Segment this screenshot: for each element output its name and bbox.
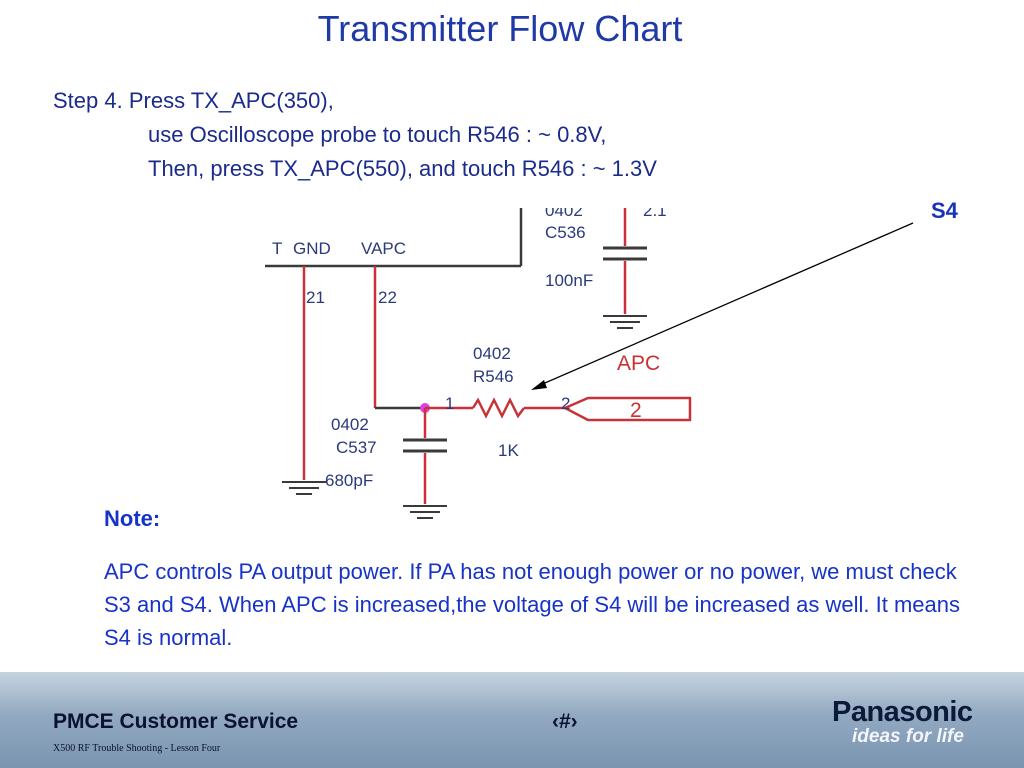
ground-symbol-c537: [403, 505, 447, 519]
note-text: APC controls PA output power. If PA has …: [104, 559, 961, 650]
footer-service-label: PMCE Customer Service: [53, 710, 299, 733]
pin-22-label: 22: [378, 288, 397, 307]
r546-ref: R546: [473, 367, 514, 386]
c537-value: 680pF: [325, 471, 373, 490]
slide-title: Transmitter Flow Chart: [317, 8, 683, 49]
c536-ref: C536: [545, 223, 586, 242]
schematic-image: 0402 2.1 C536 100nF T GND VAPC 21 22 040…: [265, 208, 695, 528]
panasonic-logo: Panasonic: [832, 696, 973, 728]
top-value-partial: 2.1: [643, 208, 667, 220]
c537-package: 0402: [331, 415, 369, 434]
r546-resistor: [471, 397, 525, 419]
step-line-3: Then, press TX_APC(550), and touch R546 …: [148, 156, 657, 181]
top-package-partial: 0402: [545, 208, 583, 220]
footer-subtitle: X500 RF Trouble Shooting - Lesson Four: [53, 743, 221, 754]
c537-ref: C537: [336, 438, 377, 457]
c536-value: 100nF: [545, 271, 593, 290]
step-line-2: use Oscilloscope probe to touch R546 : ~…: [148, 122, 607, 147]
ground-symbol-c536: [603, 315, 647, 329]
note-heading: Note:: [104, 506, 161, 531]
apc-port: [562, 396, 692, 422]
apc-net-label: APC: [617, 352, 660, 375]
brand-tagline: ideas for life: [852, 726, 964, 747]
footer-bar: PMCE Customer Service ‹#› X500 RF Troubl…: [0, 672, 1024, 768]
pin-21-label: 21: [306, 288, 325, 307]
r546-package: 0402: [473, 344, 511, 363]
slide-number: ‹#›: [552, 710, 578, 733]
r546-value: 1K: [498, 441, 519, 460]
pin-label-partial: T: [272, 239, 282, 258]
vapc-label: VAPC: [361, 239, 406, 258]
r546-pin-1: 1: [445, 394, 454, 413]
step-line-1: Step 4. Press TX_APC(350),: [53, 88, 334, 113]
r546-pin-2: 2: [561, 394, 570, 413]
callout-label-s4: S4: [931, 198, 958, 223]
apc-port-number: 2: [630, 399, 642, 422]
ground-symbol-gnd: [282, 481, 326, 495]
gnd-label: GND: [293, 239, 331, 258]
